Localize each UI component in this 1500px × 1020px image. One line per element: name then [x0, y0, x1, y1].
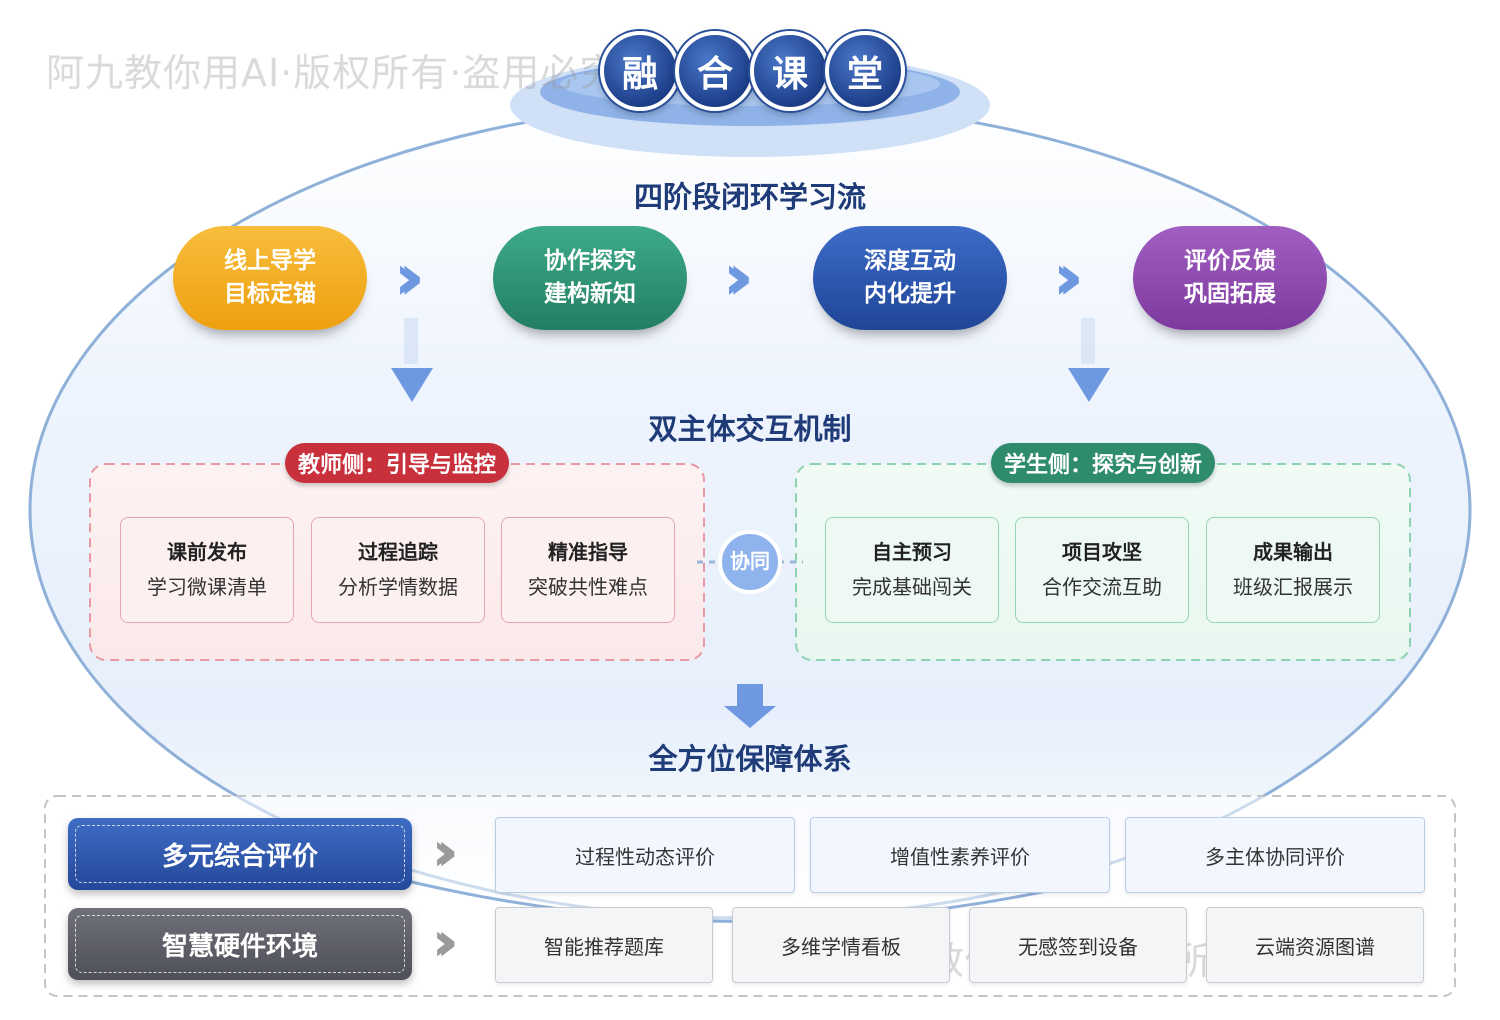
- teacher-card-3-sub: 突破共性难点: [528, 575, 648, 599]
- student-card-1: 自主预习 完成基础闯关: [825, 517, 999, 623]
- watermark-top: 阿九教你用AI·版权所有·盗用必究: [46, 51, 619, 95]
- teacher-card-2-title: 过程追踪: [358, 540, 438, 564]
- support-row-2-label: 智慧硬件环境: [68, 908, 412, 980]
- chevron-right-icon: ››: [1053, 241, 1083, 315]
- support-arrow-stem: [737, 684, 763, 708]
- support-row-1-label-text: 多元综合评价: [161, 841, 318, 872]
- support-row-2-item-2: 多维学情看板: [732, 907, 950, 983]
- stage-3-line2: 内化提升: [864, 281, 956, 307]
- teacher-card-1: 课前发布 学习微课清单: [120, 517, 294, 623]
- support-row-1-label: 多元综合评价: [68, 818, 412, 890]
- chevron-right-icon: ››: [432, 910, 458, 973]
- stage-4-line2: 巩固拓展: [1184, 281, 1276, 307]
- collab-label: 协同: [730, 549, 770, 573]
- stage-3: 深度互动 内化提升: [813, 226, 1007, 330]
- section-title-dual: 双主体交互机制: [648, 412, 852, 446]
- teacher-card-2: 过程追踪 分析学情数据: [311, 517, 485, 623]
- chevron-right-icon: ››: [723, 241, 753, 315]
- teacher-card-1-title: 课前发布: [167, 540, 247, 564]
- teacher-label: 教师侧：引导与监控: [285, 443, 509, 483]
- arrow-head-left: [391, 368, 433, 402]
- stage-4: 评价反馈 巩固拓展: [1133, 226, 1327, 330]
- teacher-card-1-sub: 学习微课清单: [147, 575, 267, 599]
- section-title-support: 全方位保障体系: [648, 742, 852, 776]
- stage-2: 协作探究 建构新知: [493, 226, 687, 330]
- support-row-1-item-3: 多主体协同评价: [1125, 817, 1425, 893]
- student-card-1-sub: 完成基础闯关: [852, 575, 972, 599]
- arrow-head-right: [1068, 368, 1110, 402]
- student-card-2-sub: 合作交流互助: [1042, 575, 1162, 599]
- stage-1-line2: 目标定锚: [224, 281, 316, 307]
- title-char-1: 融: [600, 31, 680, 111]
- student-card-3: 成果输出 班级汇报展示: [1206, 517, 1380, 623]
- support-row-1-item-1: 过程性动态评价: [495, 817, 795, 893]
- teacher-card-3-title: 精准指导: [548, 540, 628, 564]
- support-row-1-item-2: 增值性素养评价: [810, 817, 1110, 893]
- support-row-2-item-4: 云端资源图谱: [1206, 907, 1424, 983]
- stage-1-line1: 线上导学: [224, 248, 316, 274]
- stage-2-line2: 建构新知: [544, 281, 636, 307]
- title-char-2: 合: [675, 31, 755, 111]
- title-char-3: 课: [750, 31, 830, 111]
- stage-4-line1: 评价反馈: [1184, 248, 1276, 274]
- student-card-1-title: 自主预习: [872, 540, 952, 564]
- support-arrow-head: [724, 706, 776, 728]
- arrow-stem-right: [1081, 318, 1095, 364]
- chevron-right-icon: ››: [432, 820, 458, 883]
- student-card-2: 项目攻坚 合作交流互助: [1015, 517, 1189, 623]
- support-row-2-item-3: 无感签到设备: [969, 907, 1187, 983]
- stage-1: 线上导学 目标定锚: [173, 226, 367, 330]
- student-card-3-sub: 班级汇报展示: [1233, 575, 1353, 599]
- teacher-card-2-sub: 分析学情数据: [338, 575, 458, 599]
- student-card-2-title: 项目攻坚: [1062, 540, 1142, 564]
- section-title-loop: 四阶段闭环学习流: [633, 180, 866, 214]
- stage-3-line1: 深度互动: [864, 248, 956, 274]
- arrow-stem-left: [404, 318, 418, 364]
- support-row-2-item-1: 智能推荐题库: [495, 907, 713, 983]
- stage-2-line1: 协作探究: [544, 248, 636, 274]
- support-row-2-label-text: 智慧硬件环境: [161, 931, 318, 962]
- teacher-card-3: 精准指导 突破共性难点: [501, 517, 675, 623]
- collab-circle: [718, 530, 782, 594]
- chevron-right-icon: ››: [394, 241, 424, 315]
- student-card-3-title: 成果输出: [1253, 540, 1333, 564]
- student-label: 学生侧：探究与创新: [991, 443, 1215, 483]
- title-char-4: 堂: [825, 31, 905, 111]
